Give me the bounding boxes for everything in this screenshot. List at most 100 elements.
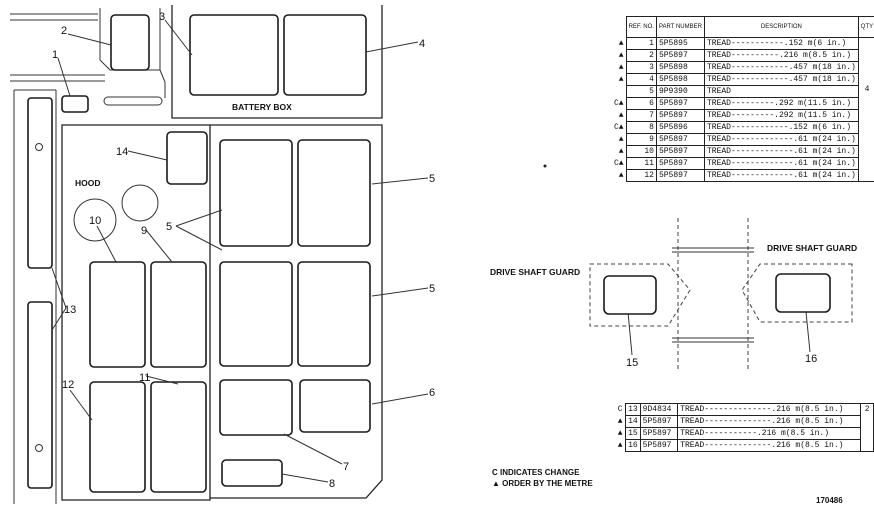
row-mark: ▲ [618,147,624,156]
callout-7: 7 [343,461,349,473]
row-part-number: 5P5897 [639,427,679,440]
hood-opening [73,198,117,242]
row-description: TREAD------------.152 m(6 in.) [703,121,859,134]
row-ref: 16 [624,439,641,452]
callout-15: 15 [626,357,638,369]
tread-9 [150,261,207,368]
row-part-number: 5P5897 [655,157,705,170]
callout-4: 4 [419,38,425,50]
row-description: TREAD--------------.216 m(8.5 in.) [677,403,862,416]
speck [543,164,547,168]
row-description: TREAD----------.216 m(8.5 in.) [703,49,859,62]
row-part-number: 5P5897 [639,415,679,428]
tread-11 [150,381,207,493]
row-part-number: 5P5897 [655,109,705,122]
row-qty: 2 [860,403,874,452]
row-part-number: 9D4834 [639,403,679,416]
callout-2: 2 [61,25,67,37]
row-part-number: 5P5896 [655,121,705,134]
callout-6: 6 [429,387,435,399]
row-mark: C▲ [614,123,624,132]
legend-notes: C INDICATES CHANGE ▲ ORDER BY THE METRE [492,467,593,489]
callout-11: 11 [139,372,150,384]
callout-5: 5 [429,173,435,185]
tread-5 [297,139,371,247]
tread-14 [166,131,208,185]
tread-13-upper [27,97,53,269]
row-description: TREAD-------------.61 m(24 in.) [703,169,859,182]
row-mark: ▲ [618,51,624,60]
frame-structure [10,8,166,504]
figure-number: 170486 [816,496,843,505]
row-mark: ▲ [618,39,624,48]
row-mark: ▲ [617,417,623,426]
row-mark: ▲ [618,111,624,120]
row-part-number: 5P5898 [655,73,705,86]
callout-5: 5 [429,283,435,295]
header-ref-no: REF. NO. [625,16,657,38]
battery-box-label: BATTERY BOX [232,102,292,112]
row-ref: 11 [625,157,657,170]
hood-opening [121,184,159,222]
row-part-number: 5P5898 [655,61,705,74]
callout-3: 3 [159,11,165,23]
row-part-number: 5P5897 [655,49,705,62]
row-ref: 3 [625,61,657,74]
row-description: TREAD--------------.216 m(8.5 in.) [677,415,862,428]
parts-table-header: REF. NO. PART NUMBER DESCRIPTION QTY [612,16,874,38]
row-mark: C [617,405,623,414]
row-description: TREAD-----------.216 m(8.5 in.) [677,427,862,440]
tread-2 [110,14,150,71]
tread-8 [221,459,283,487]
leader-lines [51,19,811,483]
tread-15 [603,275,657,315]
row-description: TREAD---------.292 m(11.5 in.) [703,109,859,122]
row-mark: C▲ [614,99,624,108]
row-part-number: 5P5895 [655,37,705,50]
row-description: TREAD [703,85,859,98]
row-mark: ▲ [617,441,623,450]
row-ref: 6 [625,97,657,110]
callout-10: 10 [89,215,101,227]
tread-5 [219,139,293,247]
tread-1 [61,95,89,113]
drive-shaft-guard-label: DRIVE SHAFT GUARD [490,267,580,277]
tread-4 [283,14,367,96]
note-order: ▲ ORDER BY THE METRE [492,479,593,488]
callout-14: 14 [116,146,128,158]
row-description: TREAD------------.457 m(18 in.) [703,61,859,74]
row-ref: 2 [625,49,657,62]
row-part-number: 5P5897 [655,145,705,158]
row-description: TREAD-------------.61 m(24 in.) [703,133,859,146]
tread-3 [189,14,279,96]
header-qty: QTY [857,16,874,38]
row-description: TREAD-----------.152 m(6 in.) [703,37,859,50]
hood-outline [61,124,383,501]
row-mark [612,86,626,98]
row-description: TREAD---------.292 m(11.5 in.) [703,97,859,110]
tread-5 [297,261,371,367]
row-mark: ▲ [618,171,624,180]
bolt-icon [35,444,43,452]
row-ref: 5 [625,85,657,98]
row-mark: ▲ [618,75,624,84]
callout-13: 13 [64,304,76,316]
tread-6 [299,379,371,433]
hood-label: HOOD [75,178,101,188]
row-mark: ▲ [617,429,623,438]
header-part-number: PART NUMBER [655,16,705,38]
row-mark: ▲ [618,135,624,144]
